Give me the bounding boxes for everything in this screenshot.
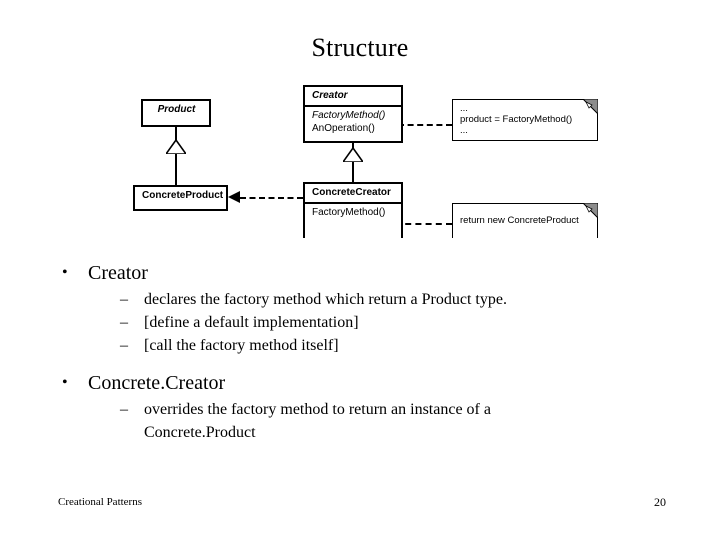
- note-line: ...: [460, 103, 468, 114]
- uml-note-concretecreator[interactable]: return new ConcreteProduct: [452, 203, 598, 238]
- uml-operations-concretecreator: FactoryMethod(): [305, 204, 401, 221]
- uml-class-name-concreteproduct: ConcreteProduct: [142, 190, 224, 201]
- note-fold-icon: [583, 99, 598, 114]
- uml-class-name-product: Product: [157, 104, 196, 115]
- uml-class-name-creator: Creator: [312, 90, 348, 101]
- generalization-line-creator: [352, 143, 354, 182]
- sub-bullet-text: [define a default implementation]: [144, 314, 359, 331]
- sub-bullet-text: [call the factory method itself]: [144, 337, 339, 354]
- uml-operation: AnOperation(): [312, 123, 375, 134]
- uml-class-concretecreator[interactable]: ConcreteCreator FactoryMethod(): [303, 182, 403, 238]
- sub-bullet-glyph: –: [120, 337, 128, 354]
- bullet-glyph: •: [62, 374, 68, 391]
- sub-bullet-text: overrides the factory method to return a…: [144, 401, 491, 441]
- spacer: [0, 357, 720, 370]
- uml-class-name-concretecreator: ConcreteCreator: [312, 187, 391, 198]
- sub-bullet-item: – [define a default implementation]: [0, 311, 720, 334]
- uml-operations-creator: FactoryMethod() AnOperation(): [305, 107, 401, 137]
- uml-class-creator[interactable]: Creator FactoryMethod() AnOperation(): [303, 85, 403, 143]
- bullet-heading-text: Creator: [88, 262, 148, 284]
- concretecreator-note-link: [395, 223, 452, 225]
- bullet-glyph: •: [62, 264, 68, 281]
- note-fold-icon: [583, 203, 598, 218]
- uml-class-product[interactable]: Product: [141, 99, 211, 127]
- sub-bullet-glyph: –: [120, 314, 128, 331]
- sub-bullet-item: – declares the factory method which retu…: [0, 288, 720, 311]
- creator-note-link: [398, 124, 452, 126]
- uml-divider: [305, 105, 401, 107]
- uml-operation: FactoryMethod(): [312, 207, 386, 218]
- sub-bullet-item: – overrides the factory method to return…: [0, 398, 720, 444]
- footer-label: Creational Patterns: [58, 496, 143, 508]
- sub-bullet-text: declares the factory method which return…: [144, 291, 507, 308]
- bullet-heading-concretecreator: • Concrete.Creator: [0, 370, 720, 396]
- generalization-line-product: [175, 127, 177, 185]
- note-line: product = FactoryMethod(): [460, 114, 573, 125]
- note-line: return new ConcreteProduct: [460, 215, 579, 226]
- dependency-arrowhead: [228, 191, 240, 203]
- slide-body: • Creator – declares the factory method …: [0, 260, 720, 444]
- bullet-heading-creator: • Creator: [0, 260, 720, 286]
- page-number: 20: [654, 495, 666, 509]
- note-line: ...: [460, 125, 468, 136]
- sub-bullet-glyph: –: [120, 291, 128, 308]
- sub-bullet-item: – [call the factory method itself]: [0, 334, 720, 357]
- generalization-arrowhead-creator: [343, 148, 363, 162]
- page-title: Structure: [311, 33, 409, 62]
- sub-bullet-glyph: –: [120, 401, 128, 418]
- uml-operation: FactoryMethod(): [312, 110, 386, 121]
- uml-divider: [305, 202, 401, 204]
- dependency-line-concretecreator-concreteproduct: [240, 197, 303, 199]
- uml-note-creator[interactable]: ... product = FactoryMethod() ...: [452, 99, 598, 141]
- uml-class-concreteproduct[interactable]: ConcreteProduct: [133, 185, 228, 211]
- bullet-heading-text: Concrete.Creator: [88, 372, 226, 394]
- generalization-arrowhead-product: [166, 140, 186, 154]
- uml-class-diagram: Product ConcreteProduct Creator FactoryM…: [0, 78, 720, 238]
